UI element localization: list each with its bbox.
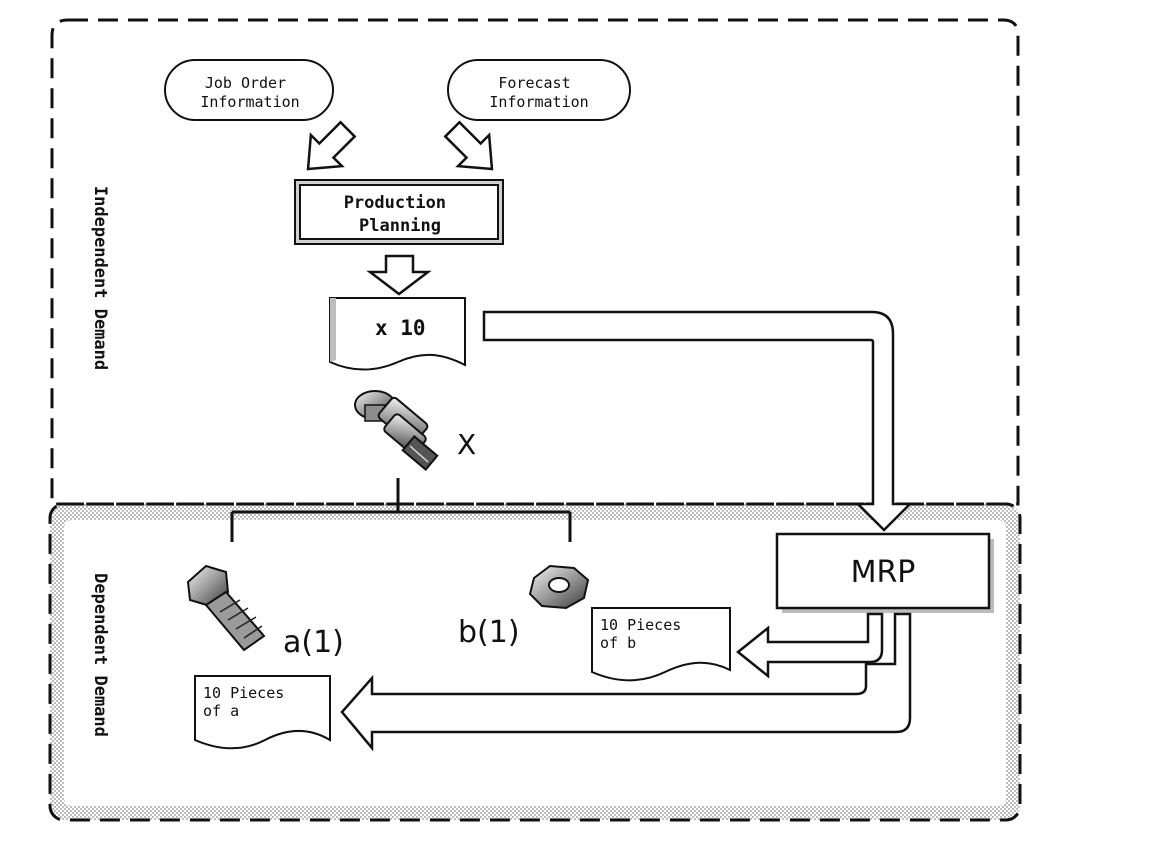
dependent-demand-label: Dependent Demand — [90, 573, 110, 737]
document-pieces-b: 10 Pieces of b — [591, 607, 731, 682]
forecast-information-terminal: Forecast Information — [447, 59, 631, 121]
production-planning-line-1: Production — [344, 193, 446, 213]
svg-text:10 Pieces of a: 10 Pieces of a — [203, 684, 293, 720]
pieces-b-line-1: 10 Pieces — [600, 616, 681, 634]
bom-tree-connector — [230, 478, 572, 542]
arrow-planning-to-plan — [366, 254, 432, 296]
mrp-box: MRP — [775, 532, 994, 613]
independent-demand-label: Independent Demand — [90, 186, 110, 370]
hex-nut-icon — [528, 564, 590, 610]
production-planning-line-2: Planning — [359, 216, 441, 236]
arrow-job-order-to-planning — [306, 120, 357, 171]
product-x-label: X — [457, 428, 476, 461]
arrow-mrp-to-pieces-b — [735, 612, 884, 679]
job-order-information-terminal: Job Order Information — [164, 59, 334, 121]
bolt-icon — [186, 564, 266, 652]
forecast-line-1: Forecast — [498, 74, 570, 92]
pieces-b-line-2: of b — [600, 634, 636, 652]
pieces-a-line-1: 10 Pieces — [203, 684, 284, 702]
forecast-line-2: Information — [489, 93, 588, 111]
svg-text:Production Planning: Production Planning — [344, 193, 457, 236]
pieces-a-line-2: of a — [203, 702, 239, 720]
arrow-mrp-to-pieces-a — [340, 612, 912, 752]
independent-demand-region — [50, 18, 1020, 506]
arrow-plan-to-mrp — [482, 310, 914, 532]
part-b-label: b(1) — [458, 615, 520, 650]
plan-document-x10: x 10 — [329, 297, 466, 371]
job-order-line-1: Job Order — [205, 74, 286, 92]
svg-text:Job Order Information: Job Order Information — [200, 74, 299, 111]
plan-quantity-text: x 10 — [375, 316, 426, 340]
svg-text:10 Pieces of b: 10 Pieces of b — [600, 616, 690, 652]
bolt-nut-assembly-icon — [354, 390, 439, 471]
svg-text:Forecast Information: Forecast Information — [489, 74, 588, 111]
job-order-line-2: Information — [200, 93, 299, 111]
mrp-label: MRP — [851, 555, 916, 590]
part-a-label: a(1) — [283, 625, 344, 660]
document-pieces-a: 10 Pieces of a — [194, 675, 331, 750]
production-planning-box: Production Planning — [294, 179, 504, 245]
arrow-forecast-to-planning — [443, 120, 494, 171]
